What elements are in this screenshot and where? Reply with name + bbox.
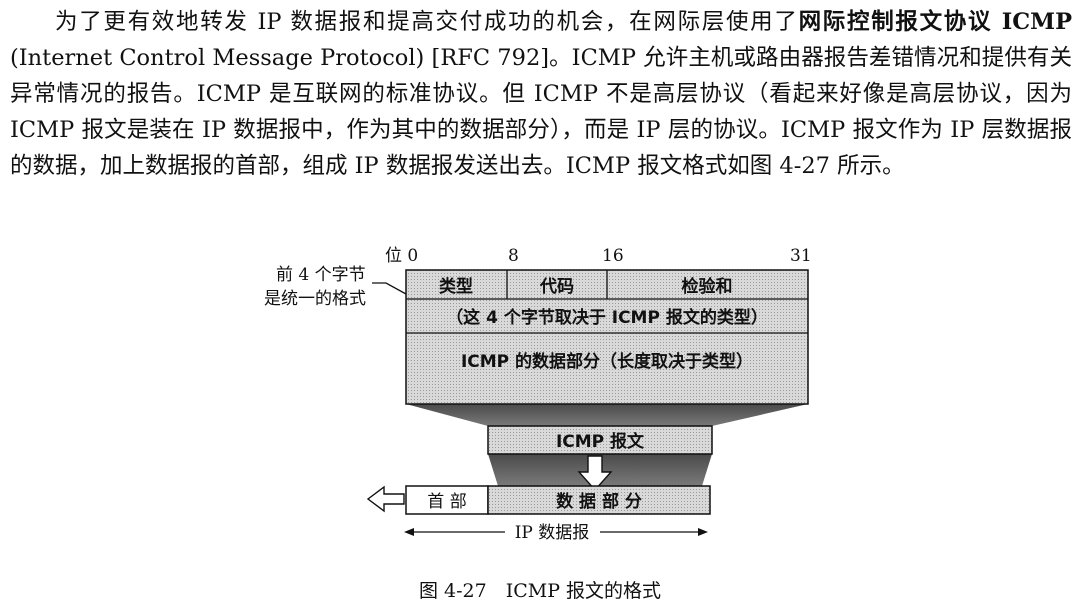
ip-data-label: 数 据 部 分 <box>556 491 642 512</box>
field-code: 代码 <box>539 276 574 297</box>
ip-datagram-label: IP 数据报 <box>515 523 590 543</box>
ip-data-box <box>487 485 711 515</box>
left-arrow-icon <box>366 485 405 513</box>
paragraph-text-1: 为了更有效地转发 IP 数据报和提高交付成功的机会，在网际层使用了 <box>55 9 799 35</box>
bit-label-8: 8 <box>508 246 519 266</box>
down-arrow-icon <box>577 455 613 492</box>
side-note-line1: 前 4 个字节 <box>276 265 366 285</box>
side-note-leader <box>372 282 407 295</box>
ip-header-label: 首 部 <box>427 492 466 512</box>
side-note-line2: 是统一的格式 <box>264 289 366 309</box>
funnel-shape <box>406 404 808 426</box>
paragraph-text-2: (Internet Control Message Protocol) [RFC… <box>10 45 1072 179</box>
icmp-message-box <box>487 425 713 455</box>
icmp-term: 网际控制报文协议 ICMP <box>798 9 1072 35</box>
bit-label-16: 16 <box>602 246 624 266</box>
icmp-message-label: ICMP 报文 <box>556 431 645 452</box>
ip-header-box <box>405 485 489 515</box>
bit-label-31: 31 <box>790 246 812 266</box>
field-data: ICMP 的数据部分（长度取决于类型） <box>461 351 753 372</box>
icmp-format-box <box>405 269 809 405</box>
bit-label-0: 位 0 <box>385 246 418 266</box>
field-type-dependent: （这 4 个字节取决于 ICMP 报文的类型） <box>446 307 768 328</box>
field-checksum: 检验和 <box>682 276 733 297</box>
field-type: 类型 <box>439 276 473 297</box>
figure-caption: 图 4-27 ICMP 报文的格式 <box>419 580 661 602</box>
body-paragraph: 为了更有效地转发 IP 数据报和提高交付成功的机会，在网际层使用了网际控制报文协… <box>10 4 1072 184</box>
ip-datagram-span <box>404 528 708 536</box>
